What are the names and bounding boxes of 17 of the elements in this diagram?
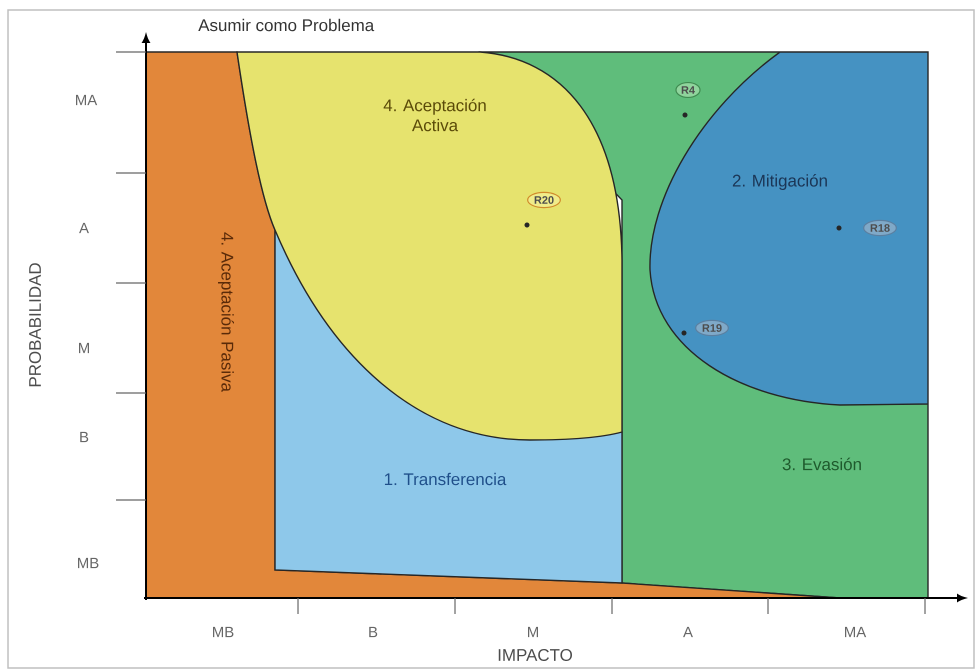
tick-label: A [79,222,89,234]
tick-label: MB [213,626,234,638]
axis-title: IMPACTO [498,649,572,661]
risk-label: R19 [695,320,729,336]
tick-label: MB [78,558,98,568]
tick-label: M [528,626,538,638]
tick-label: MA [76,94,98,106]
axis-title: Asumir como Problema [198,18,374,32]
tick-label: B [80,432,88,442]
tick-label: M [79,342,89,354]
risk-label: R4 [675,82,701,98]
axis-title: PROBABILIDAD [29,263,41,386]
tick-label: MA [845,626,866,638]
tick-label: B [369,626,378,638]
risk-label: R18 [863,220,897,236]
risk-label: R20 [527,192,561,208]
tick-label: A [683,626,693,638]
